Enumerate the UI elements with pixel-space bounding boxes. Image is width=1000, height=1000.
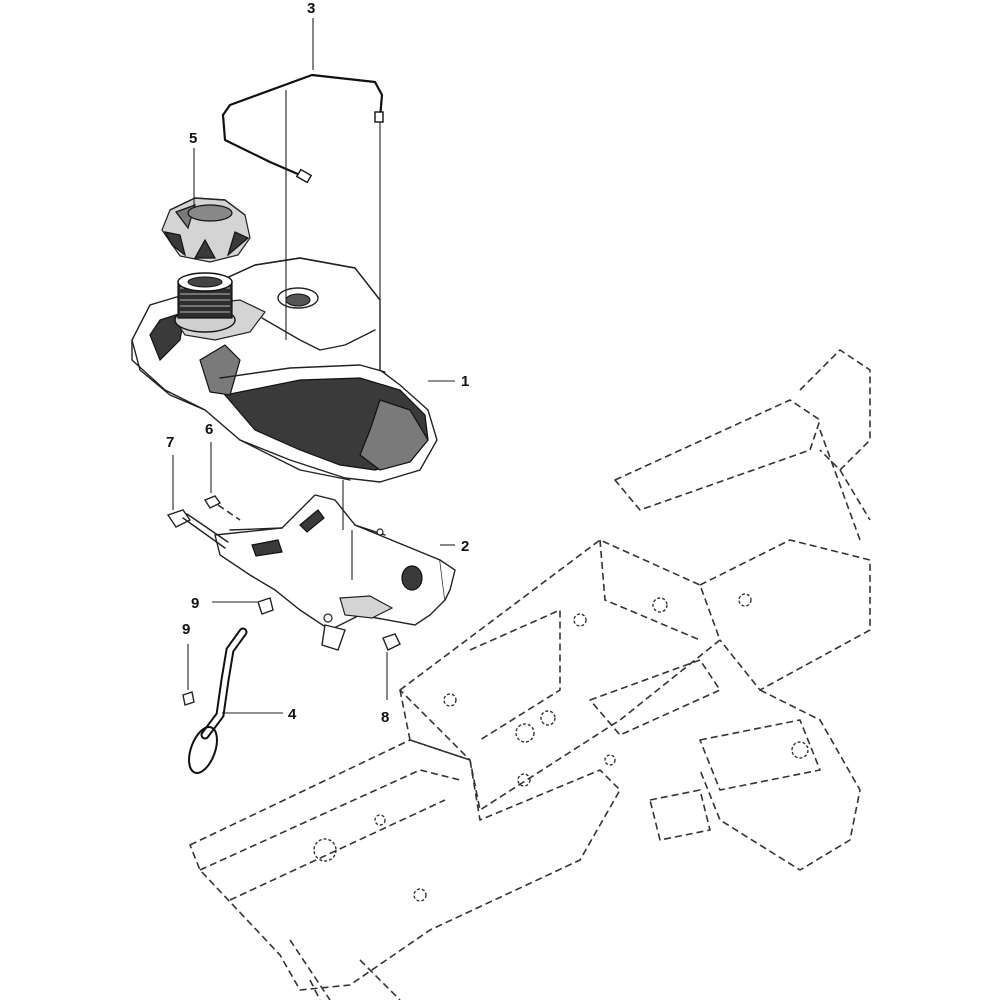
callout-9-upper: 9 <box>191 595 199 612</box>
callout-6: 6 <box>205 421 213 438</box>
callouts: 3 5 1 6 7 2 9 9 4 8 <box>166 0 469 726</box>
tank-bracket <box>214 494 456 651</box>
fuel-hose <box>188 627 248 774</box>
callout-3: 3 <box>307 0 315 17</box>
callout-8: 8 <box>381 709 389 726</box>
leader-lines <box>172 18 455 714</box>
callout-5: 5 <box>189 130 197 147</box>
clamp-9-upper <box>257 597 274 615</box>
clamp-9-lower <box>182 691 195 706</box>
filler-neck <box>174 272 236 333</box>
bolt-7 <box>166 509 229 549</box>
callout-2: 2 <box>461 538 469 555</box>
callout-1: 1 <box>461 373 469 390</box>
callout-4: 4 <box>288 706 297 723</box>
nut-6 <box>203 495 241 521</box>
nut-8 <box>382 633 401 651</box>
vent-hose <box>221 73 384 184</box>
chassis-frame <box>189 349 871 1000</box>
fuel-cap <box>161 197 251 263</box>
callout-7: 7 <box>166 434 174 451</box>
callout-9-lower: 9 <box>182 621 190 638</box>
